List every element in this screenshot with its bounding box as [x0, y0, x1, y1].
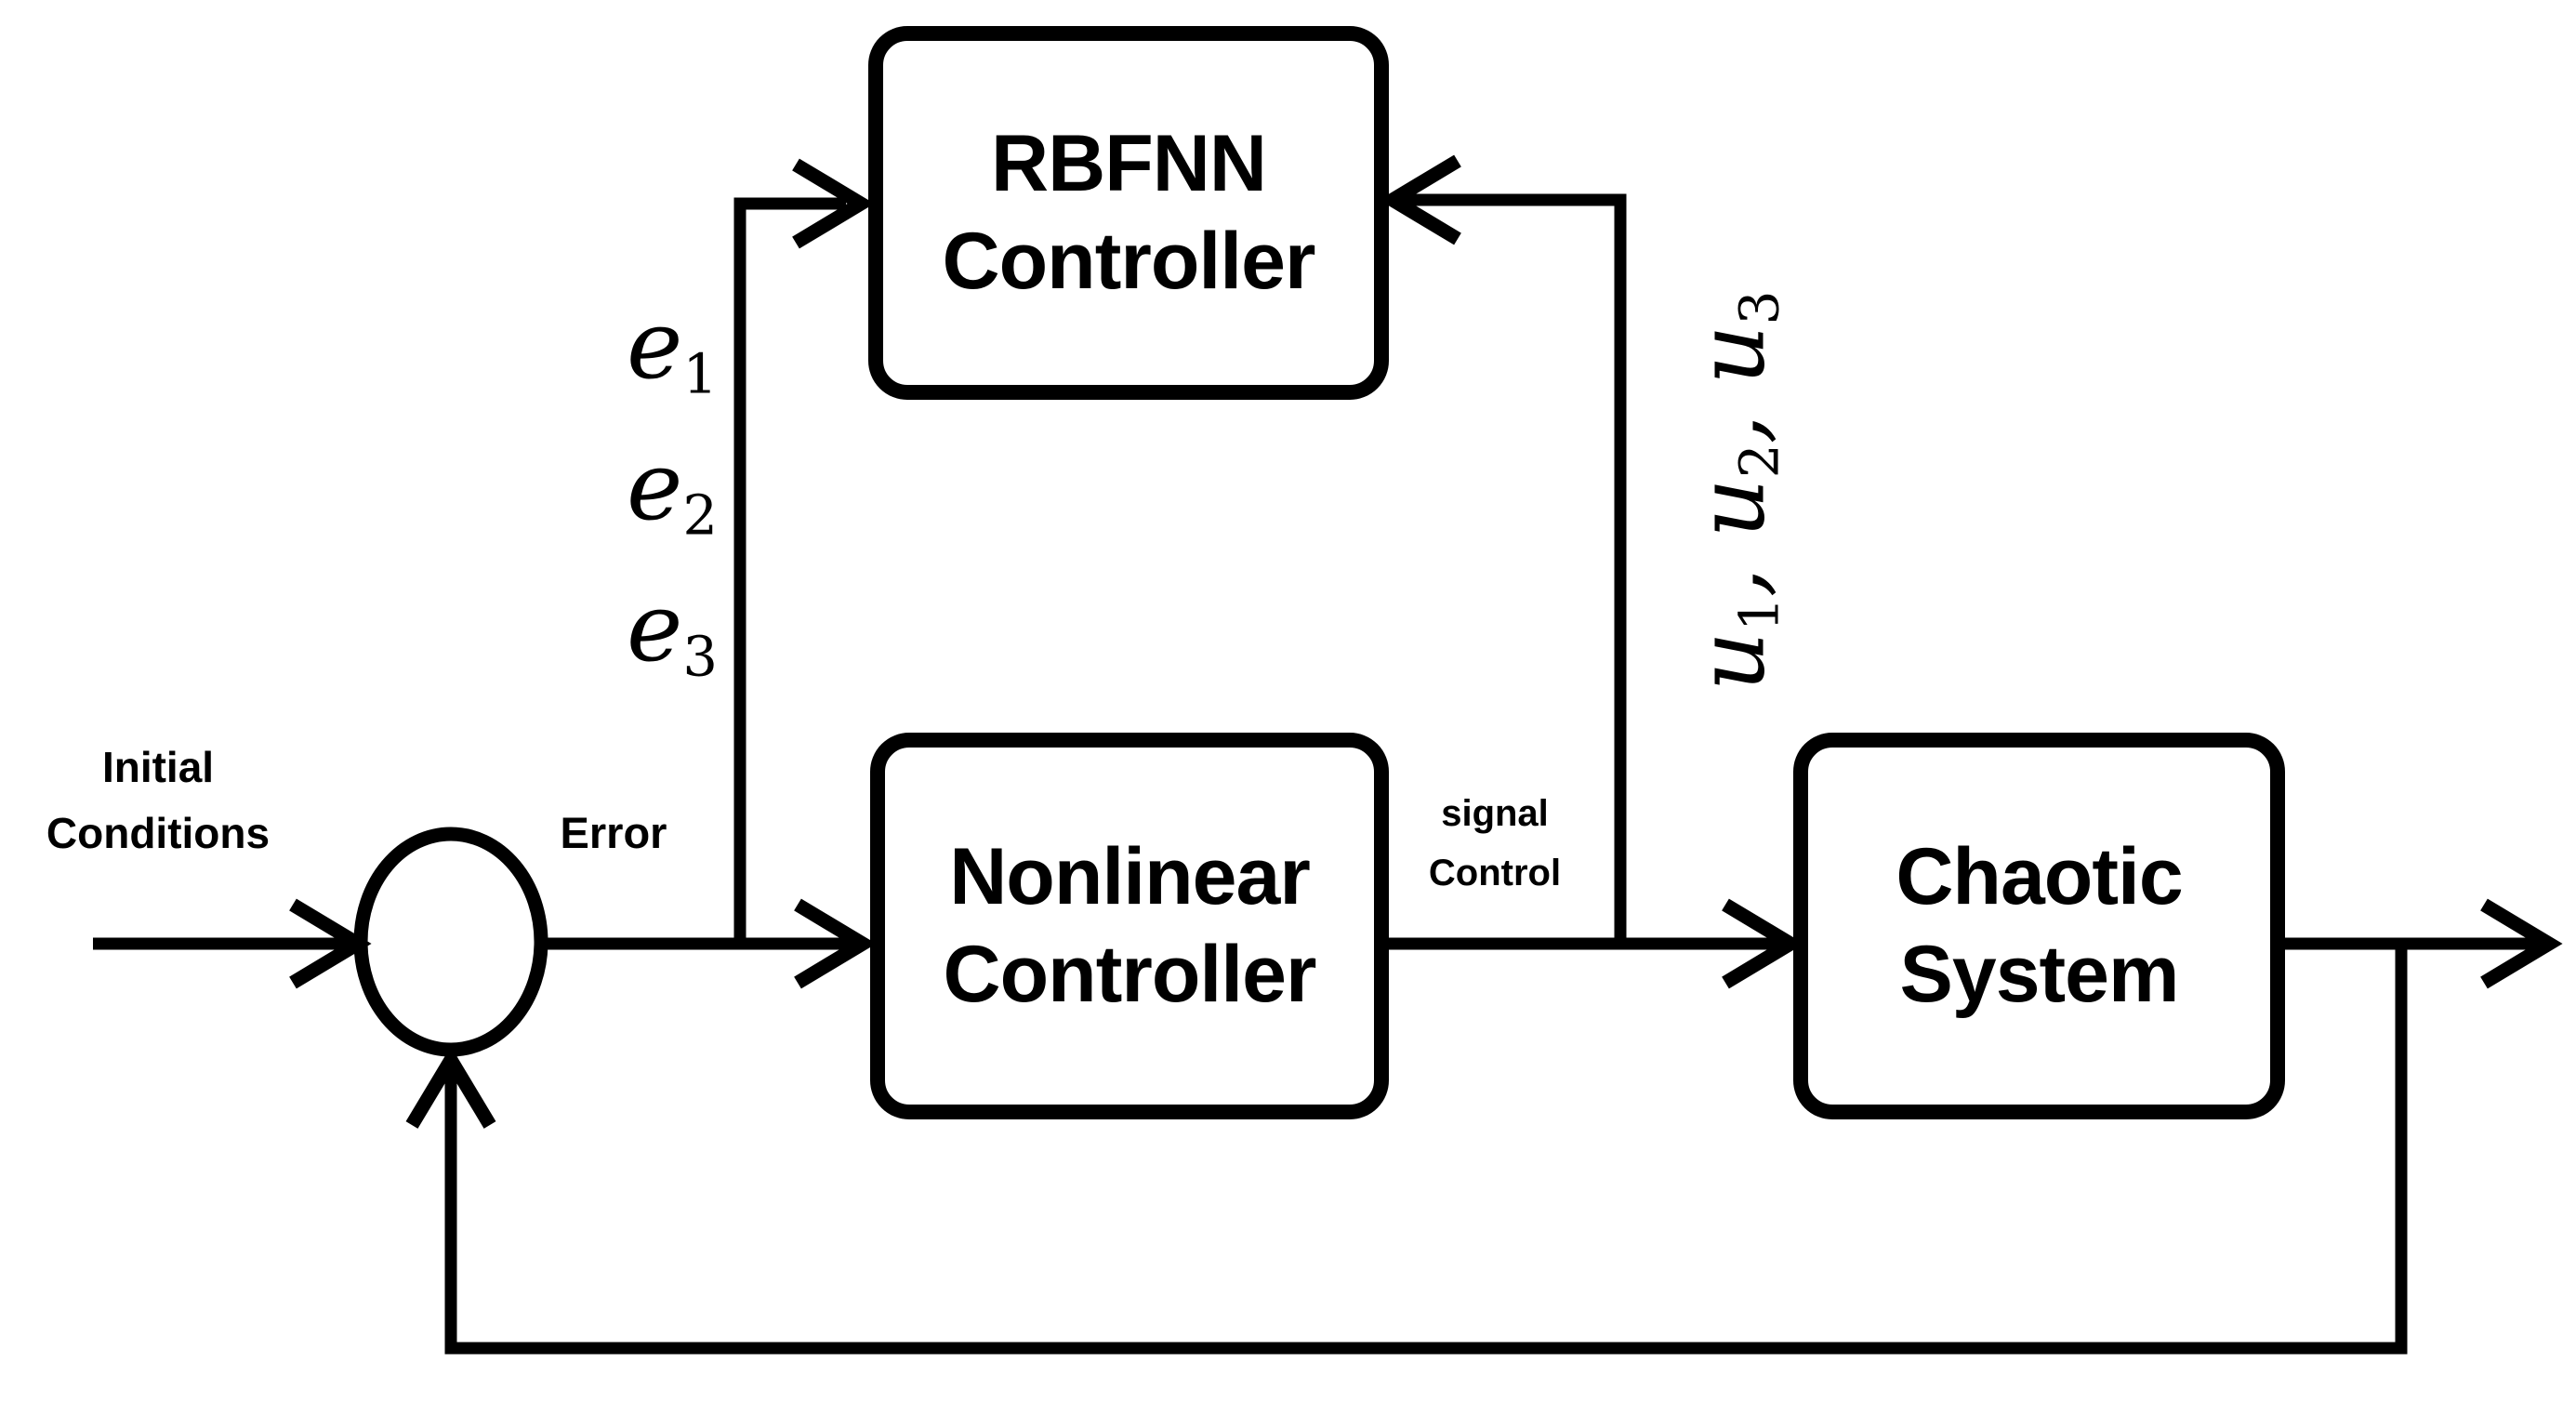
chaotic-system-block: Chaotic System — [1793, 733, 2285, 1119]
rbfnn-controller-label-line2: Controller — [942, 217, 1316, 306]
chaotic-system-label-line1: Chaotic — [1896, 832, 2183, 922]
nonlinear-controller-label-line2: Controller — [943, 930, 1317, 1019]
summing-junction-circle — [353, 827, 548, 1057]
u2-subscript: 2 — [1727, 443, 1791, 479]
initial-conditions-line2: Conditions — [46, 809, 271, 858]
e2-base: e — [626, 431, 683, 542]
error-signal-e2: e2 — [602, 428, 742, 569]
initial-conditions-line1: Initial — [101, 743, 215, 791]
nonlinear-controller-label-line1: Nonlinear — [949, 832, 1311, 922]
error-signal-e3: e3 — [602, 569, 742, 710]
u3-subscript: 3 — [1727, 290, 1791, 325]
control-signals-label: u1, u2, u3 — [1676, 290, 1791, 692]
u-separator-1: , — [1676, 537, 1786, 598]
rbfnn-controller-label-line1: RBFNN — [991, 119, 1267, 209]
nonlinear-controller-block: Nonlinear Controller — [870, 733, 1389, 1119]
error-arrowhead — [794, 898, 877, 989]
signal-control-label: signal Control — [1394, 784, 1595, 903]
e2-subscript: 2 — [682, 483, 718, 548]
e3-base: e — [626, 573, 683, 683]
chaotic-input-arrowhead — [1722, 898, 1804, 989]
e1-base: e — [626, 290, 683, 401]
error-signal-e1: e1 — [602, 286, 742, 428]
control-branch-line — [1406, 193, 1627, 944]
signal-control-line2: Control — [1428, 853, 1562, 893]
feedback-line — [444, 944, 2408, 1355]
u3-base: u — [1676, 324, 1786, 385]
e1-subscript: 1 — [682, 341, 718, 406]
u1-subscript: 1 — [1727, 597, 1791, 632]
u2-base: u — [1676, 478, 1786, 538]
u-separator-2: , — [1676, 384, 1786, 444]
error-label: Error — [560, 808, 667, 857]
feedback-arrowhead — [405, 1046, 496, 1129]
output-arrowhead — [2480, 898, 2563, 989]
rbfnn-right-arrowhead — [1379, 154, 1461, 245]
chaotic-system-label-line2: System — [1899, 930, 2180, 1019]
e3-subscript: 3 — [682, 624, 718, 689]
u1-base: u — [1676, 631, 1786, 692]
error-signals-label-group: e1 e2 e3 — [602, 286, 742, 710]
rbfnn-controller-block: RBFNN Controller — [868, 26, 1389, 400]
input-arrowhead — [289, 898, 372, 989]
error-branch-line — [733, 197, 846, 944]
initial-conditions-label: Initial Conditions — [9, 734, 307, 867]
rbfnn-left-arrowhead — [792, 158, 875, 249]
signal-control-line1: signal — [1441, 793, 1549, 834]
